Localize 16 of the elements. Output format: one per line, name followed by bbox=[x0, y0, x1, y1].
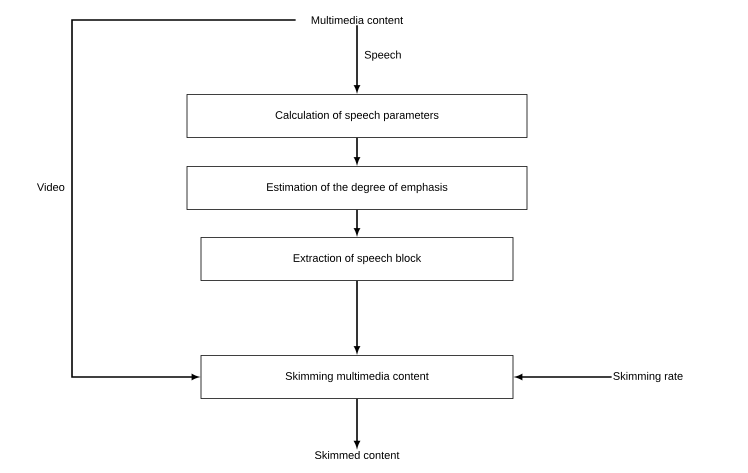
text-label: Skimming rate bbox=[613, 372, 683, 382]
edge-label: Speech bbox=[363, 50, 402, 62]
process-box: Extraction of speech block bbox=[200, 237, 514, 281]
process-box: Calculation of speech parameters bbox=[186, 94, 528, 138]
edge-label: Video bbox=[36, 182, 66, 192]
arrow bbox=[354, 280, 360, 353]
arrow bbox=[354, 398, 360, 448]
arrow bbox=[354, 210, 360, 235]
text-label: Multimedia content bbox=[312, 16, 404, 24]
arrow bbox=[516, 374, 612, 380]
arrow bbox=[71, 19, 296, 380]
process-box: Skimming multimedia content bbox=[200, 355, 514, 399]
process-box: Estimation of the degree of emphasis bbox=[186, 166, 528, 210]
text-label: Skimmed content bbox=[315, 450, 400, 460]
arrow bbox=[354, 25, 360, 92]
arrow bbox=[354, 138, 360, 164]
